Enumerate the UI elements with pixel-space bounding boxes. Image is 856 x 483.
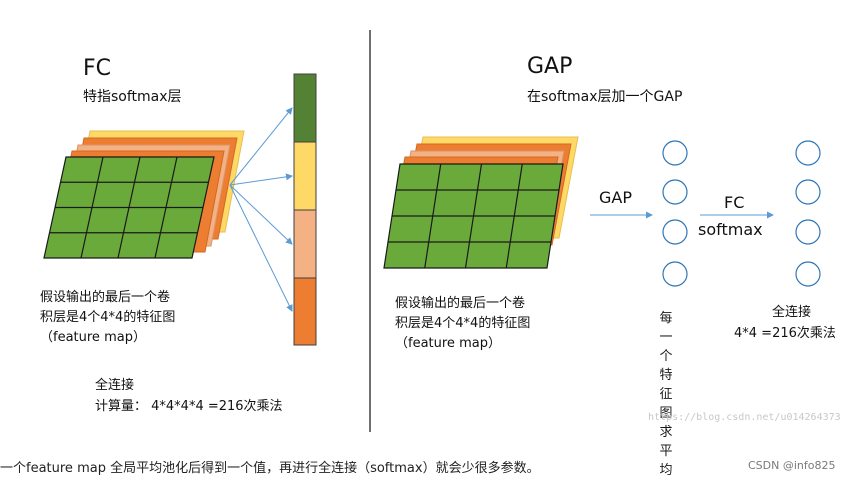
left-desc-line-1: 假设输出的最后一个卷 bbox=[40, 290, 171, 305]
left-feature-map-stack bbox=[43, 130, 245, 259]
left-output-bar bbox=[293, 73, 317, 346]
watermark-url: https://blog.csdn.net/u014264373 bbox=[648, 412, 841, 423]
left-calc-label: 计算量： 4*4*4*4 =216次乘法 bbox=[95, 399, 283, 414]
gap-circle-4 bbox=[662, 261, 688, 287]
fc-output-circles bbox=[795, 140, 821, 287]
fan-arrow-1 bbox=[229, 107, 293, 186]
softmax-arrow-label: softmax bbox=[698, 220, 763, 239]
fc-circle-3 bbox=[795, 219, 821, 245]
fan-arrow-4 bbox=[229, 184, 293, 312]
bar-segment-orange bbox=[294, 278, 316, 345]
fan-arrow-3 bbox=[229, 184, 293, 245]
fc-circle-4 bbox=[795, 261, 821, 287]
bar-segment-peach bbox=[294, 210, 316, 278]
right-feature-map-stack bbox=[383, 136, 579, 269]
left-title: FC bbox=[83, 56, 112, 81]
left-description: 假设输出的最后一个卷 积层是4个4*4的特征图 （feature map） bbox=[40, 288, 175, 348]
left-grid-4x4 bbox=[43, 156, 215, 259]
gap-circle-1 bbox=[662, 140, 688, 166]
bar-segment-green bbox=[294, 74, 316, 142]
right-fc-label: 全连接 bbox=[772, 305, 812, 320]
left-grid-col-line bbox=[117, 156, 141, 259]
caption: 一个feature map 全局平均池化后得到一个值，再进行全连接（softma… bbox=[0, 461, 540, 476]
fc-circle-1 bbox=[795, 140, 821, 166]
gap-circle-2 bbox=[662, 179, 688, 205]
right-description: 假设输出的最后一个卷 积层是4个4*4的特征图 （feature map） bbox=[395, 294, 530, 354]
gap-average-label: 每一个特征图求平均 bbox=[659, 311, 673, 478]
left-desc-line-2: 积层是4个4*4的特征图 bbox=[40, 310, 176, 325]
right-grid-4x4 bbox=[383, 163, 564, 269]
right-desc-line-1: 假设输出的最后一个卷 bbox=[395, 296, 526, 311]
fan-arrow-2 bbox=[229, 173, 293, 186]
left-subtitle: 特指softmax层 bbox=[83, 89, 182, 105]
bar-segment-yellow bbox=[294, 142, 316, 210]
right-title: GAP bbox=[527, 54, 573, 79]
watermark-brand: CSDN @info825 bbox=[748, 459, 836, 472]
gap-circle-3 bbox=[662, 219, 688, 245]
left-grid-col-line bbox=[154, 156, 178, 259]
left-fan-arrows bbox=[229, 107, 293, 312]
right-desc-line-3: （feature map） bbox=[395, 336, 501, 351]
right-calc-label: 4*4 =216次乘法 bbox=[734, 326, 836, 341]
right-desc-line-2: 积层是4个4*4的特征图 bbox=[395, 316, 531, 331]
gap-output-circles bbox=[662, 140, 688, 287]
gap-arrow-label: GAP bbox=[599, 188, 632, 207]
right-grid-col-line bbox=[464, 163, 483, 269]
fc-arrow-label: FC bbox=[724, 193, 745, 212]
right-subtitle: 在softmax层加一个GAP bbox=[527, 89, 683, 105]
fc-circle-2 bbox=[795, 179, 821, 205]
left-desc-line-3: （feature map） bbox=[40, 330, 146, 345]
left-fc-label: 全连接 bbox=[95, 378, 135, 393]
right-grid-col-line bbox=[505, 163, 523, 269]
